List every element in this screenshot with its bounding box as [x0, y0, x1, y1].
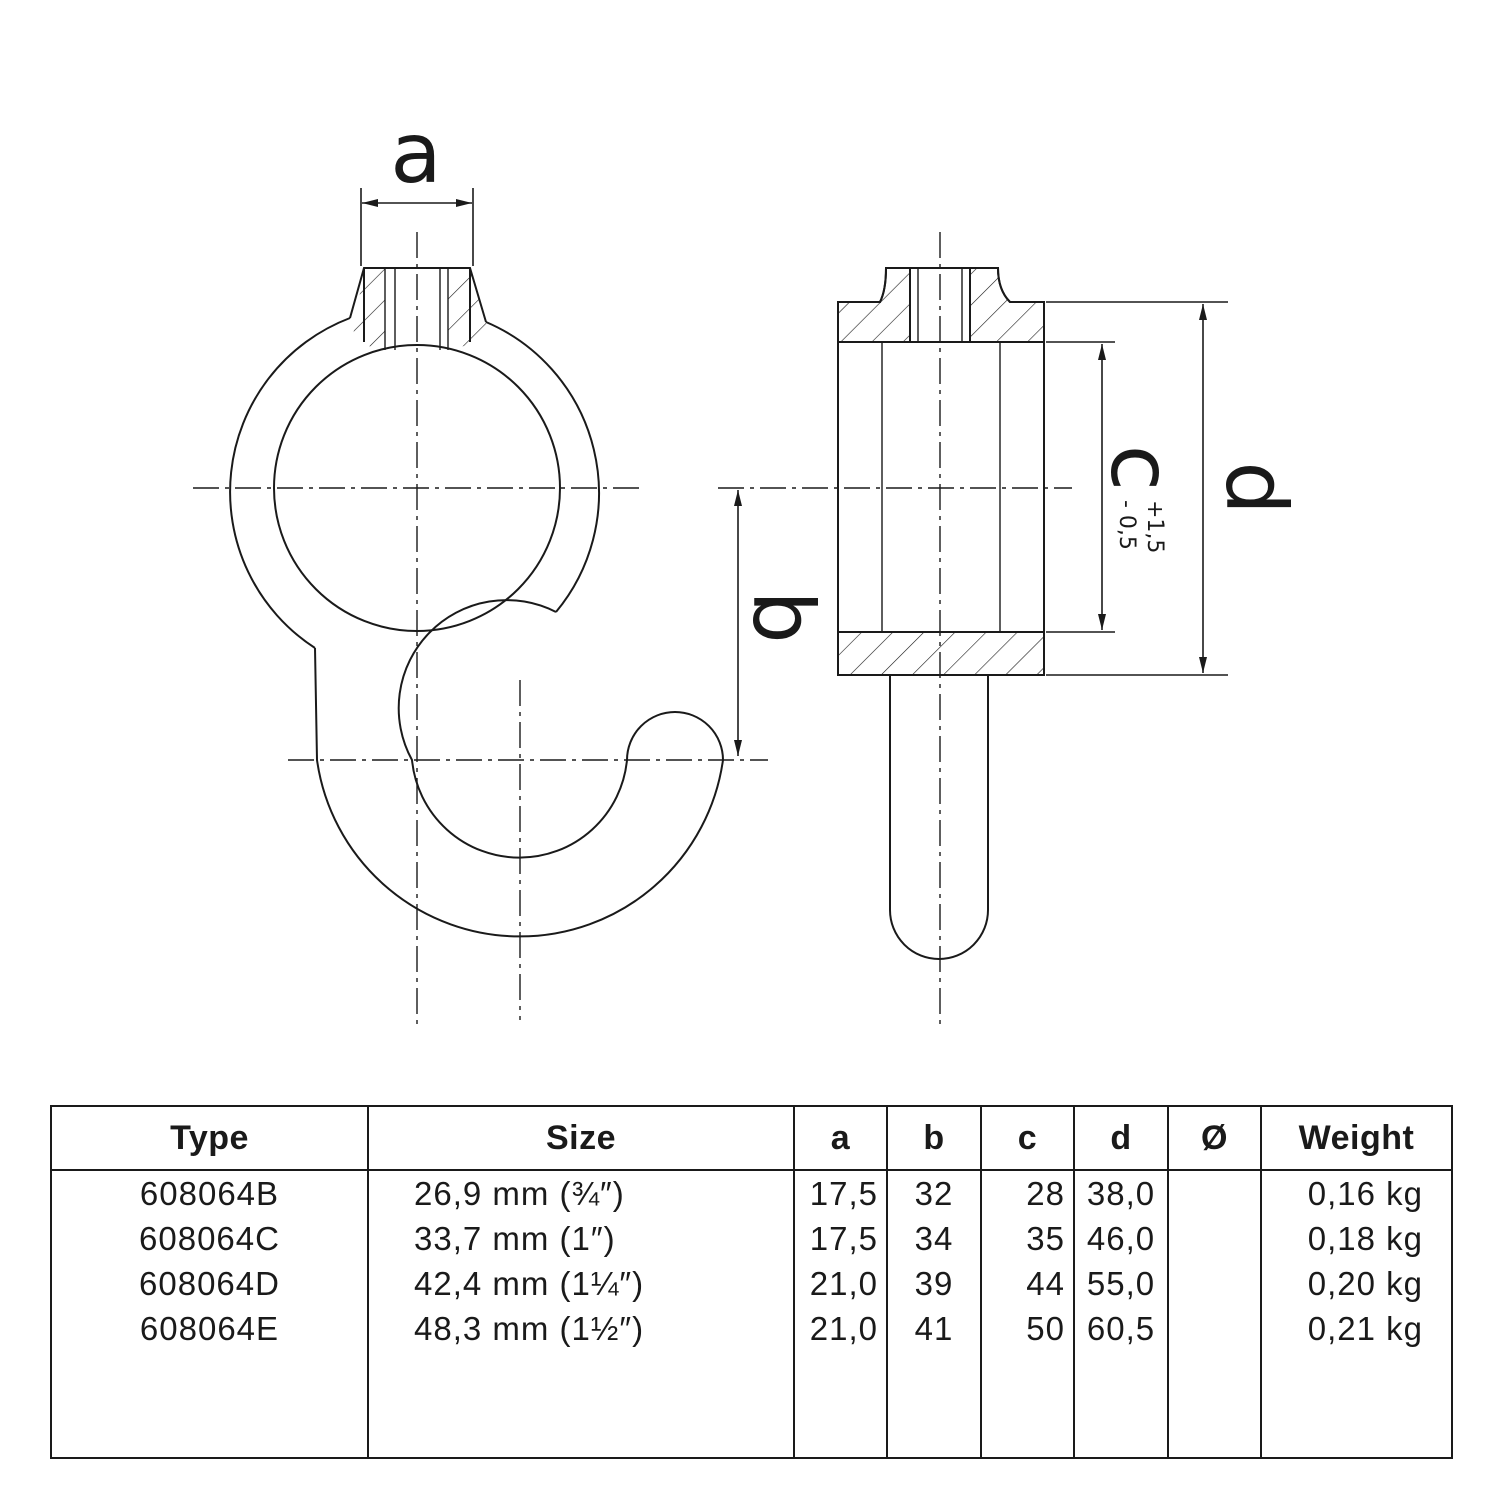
- cell-a: 17,5: [793, 1216, 887, 1261]
- technical-drawing: a b c +1,5 -: [193, 104, 1305, 1030]
- cell-weight: 0,16 kg: [1260, 1170, 1452, 1216]
- side-view: [837, 267, 1045, 960]
- side-centerlines: [718, 232, 1072, 1025]
- cell-b: 32: [886, 1170, 981, 1216]
- header-diameter: Ø: [1167, 1106, 1261, 1171]
- table-row: 608064B 26,9 mm (¾″) 17,5 32 28 38,0 0,1…: [51, 1170, 1452, 1216]
- cell-weight: 0,20 kg: [1260, 1261, 1452, 1306]
- front-view: [229, 267, 725, 938]
- cell-type: 608064B: [139, 1174, 280, 1212]
- cell-a: 21,0: [793, 1261, 887, 1306]
- cell-type: 608064E: [139, 1309, 280, 1347]
- dimension-label-d: d: [1207, 461, 1305, 514]
- dimension-a: [360, 188, 474, 266]
- header-type: Type: [51, 1106, 368, 1171]
- cell-size: 42,4 mm (1¼″): [367, 1261, 794, 1306]
- cell-size: 48,3 mm (1½″): [367, 1306, 794, 1351]
- cell-diameter: [1167, 1216, 1261, 1261]
- cell-c: 35: [980, 1216, 1074, 1261]
- table-row: 608064D 42,4 mm (1¼″) 21,0 39 44 55,0 0,…: [51, 1261, 1452, 1306]
- front-centerlines: [193, 232, 768, 1030]
- cell-c: 44: [980, 1261, 1074, 1306]
- cell-diameter: [1167, 1170, 1261, 1216]
- table-filler-row: [51, 1351, 1452, 1458]
- cell-d: 55,0: [1073, 1261, 1168, 1306]
- header-size: Size: [367, 1106, 794, 1171]
- cell-d: 46,0: [1073, 1216, 1168, 1261]
- cell-a: 17,5: [793, 1170, 887, 1216]
- cell-c: 28: [980, 1170, 1074, 1216]
- tolerance-upper: +1,5: [1142, 500, 1167, 553]
- header-c: c: [980, 1106, 1074, 1171]
- cell-type: 608064C: [139, 1219, 280, 1257]
- cell-size: 26,9 mm (¾″): [367, 1170, 794, 1216]
- front-hook: [314, 599, 725, 938]
- table-row: 608064C 33,7 mm (1″) 17,5 34 35 46,0 0,1…: [51, 1216, 1452, 1261]
- header-d: d: [1073, 1106, 1168, 1171]
- dimension-label-c: c: [1092, 445, 1190, 491]
- table-row: 608064E 48,3 mm (1½″) 21,0 41 50 60,5 0,…: [51, 1306, 1452, 1351]
- header-weight: Weight: [1260, 1106, 1452, 1171]
- cell-d: 60,5: [1073, 1306, 1168, 1351]
- cell-weight: 0,18 kg: [1260, 1216, 1452, 1261]
- specification-table: Type Size a b c d Ø Weight 608064B 26,9 …: [50, 1105, 1453, 1459]
- side-extension-lines: [1046, 301, 1228, 676]
- tolerance-lower: - 0,5: [1114, 500, 1139, 550]
- table-header-row: Type Size a b c d Ø Weight: [51, 1106, 1452, 1171]
- dimension-label-a: a: [390, 104, 441, 202]
- cell-weight: 0,21 kg: [1260, 1306, 1452, 1351]
- cell-b: 34: [886, 1216, 981, 1261]
- front-outer-contour: [229, 317, 351, 649]
- cell-diameter: [1167, 1306, 1261, 1351]
- header-a: a: [793, 1106, 887, 1171]
- header-b: b: [886, 1106, 981, 1171]
- cell-type: 608064D: [139, 1264, 280, 1302]
- cell-b: 39: [886, 1261, 981, 1306]
- cell-c: 50: [980, 1306, 1074, 1351]
- cell-size: 33,7 mm (1″): [367, 1216, 794, 1261]
- dimension-label-b: b: [734, 590, 832, 643]
- side-hook-stem: [889, 675, 989, 960]
- cell-d: 38,0: [1073, 1170, 1168, 1216]
- cell-a: 21,0: [793, 1306, 887, 1351]
- cell-diameter: [1167, 1261, 1261, 1306]
- cell-b: 41: [886, 1306, 981, 1351]
